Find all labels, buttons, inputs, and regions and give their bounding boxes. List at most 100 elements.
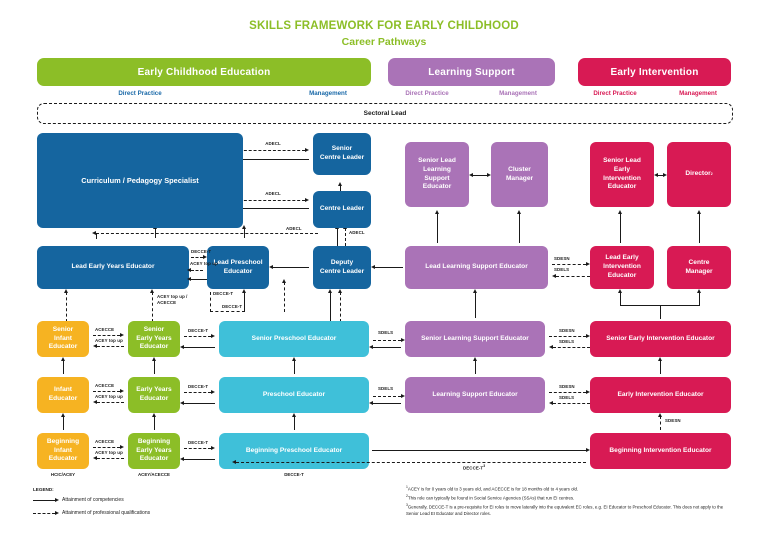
connector-beye-to-bpe-dashed bbox=[184, 448, 211, 449]
connector-scl-to-cps bbox=[235, 159, 309, 160]
connector-seie-to-leie bbox=[620, 292, 621, 306]
base-label-acey-acecce: ACEY/ACECCE bbox=[138, 472, 170, 477]
connector-leye-to-lpe-dashed bbox=[191, 257, 203, 258]
role-senior-early-years-educator[interactable]: Senior Early Years Educator bbox=[128, 321, 180, 357]
role-lead-learning-support-educator[interactable]: Lead Learning Support Educator bbox=[405, 246, 548, 289]
legend-solid-arrowhead bbox=[55, 497, 59, 502]
arrowhead-spe-to-slse bbox=[401, 337, 405, 342]
connector-seie-to-cm bbox=[699, 292, 700, 306]
connector-seie-split bbox=[620, 305, 699, 306]
label-acey-top-up-2: ACEY top up bbox=[95, 338, 123, 343]
connector-lpe-to-leye-dashed bbox=[191, 270, 203, 271]
role-lead-early-years-educator[interactable]: Lead Early Years Educator bbox=[37, 246, 189, 289]
role-beginning-early-years-educator[interactable]: Beginning Early Years Educator bbox=[128, 433, 180, 469]
connector-ie-to-eye-dashed bbox=[93, 391, 120, 392]
legend-item-competencies: Attainment of competencies bbox=[62, 497, 124, 503]
connector-seie-riser bbox=[660, 305, 661, 319]
connector-llse-to-sllse bbox=[437, 213, 438, 243]
connector-lpe-to-leye-solid bbox=[191, 279, 207, 280]
label-sdels-5: SDELS bbox=[554, 267, 570, 272]
connector-bie2-to-eie-dashed bbox=[660, 416, 661, 430]
role-curriculum-pedagogy-specialist[interactable]: Curriculum / Pedagogy Specialist bbox=[37, 133, 243, 228]
role-infant-educator[interactable]: Infant Educator bbox=[37, 377, 89, 413]
connector-ie-to-sie bbox=[63, 360, 64, 374]
role-deputy-centre-leader[interactable]: Deputy Centre Leader bbox=[313, 246, 371, 289]
role-beginning-preschool-educator[interactable]: Beginning Preschool Educator bbox=[219, 433, 369, 469]
arrowhead-bie-to-beye bbox=[120, 444, 124, 449]
role-director-label: Director bbox=[685, 170, 711, 178]
arrowhead-cm-to-sllse bbox=[469, 172, 473, 177]
connector-bpe-to-beye bbox=[184, 459, 215, 460]
connector-lse-to-eie-dashed bbox=[549, 392, 586, 393]
arrowhead-spe-to-lpe bbox=[241, 289, 246, 293]
connector-beye-to-bie-dashed bbox=[97, 458, 124, 459]
arrowhead-spe-to-dcl bbox=[327, 289, 332, 293]
connector-slse-to-seie-dashed bbox=[549, 336, 586, 337]
connector-spe-to-dcl bbox=[330, 292, 331, 322]
role-beginning-infant-educator[interactable]: Beginning Infant Educator bbox=[37, 433, 89, 469]
arrowhead-slse-to-seie bbox=[586, 333, 590, 338]
footnote-3: 3Generally, DECCE-T is a pre-requisite f… bbox=[406, 503, 724, 517]
role-preschool-educator[interactable]: Preschool Educator bbox=[219, 377, 369, 413]
arrowhead-beye-to-eye bbox=[151, 413, 156, 417]
connector-bie-to-beye-dashed bbox=[93, 447, 120, 448]
role-cluster-manager[interactable]: Cluster Manager bbox=[491, 142, 548, 207]
arrowhead-cl-to-scl bbox=[337, 182, 342, 186]
arrowhead-bpe-to-beye bbox=[180, 456, 184, 461]
role-centre-manager[interactable]: Centre Manager bbox=[667, 246, 731, 289]
label-sdels-2: SDELS bbox=[559, 339, 575, 344]
arrowhead-beye-to-bpe bbox=[211, 445, 215, 450]
role-senior-centre-leader[interactable]: Senior Centre Leader bbox=[313, 133, 371, 175]
connector-llse-to-dcl bbox=[375, 267, 403, 268]
role-senior-preschool-educator[interactable]: Senior Preschool Educator bbox=[219, 321, 369, 357]
arrowhead-seye-to-sie bbox=[93, 343, 97, 348]
arrowhead-bie2-to-eie bbox=[657, 413, 662, 417]
connector-leye-to-cps bbox=[155, 228, 156, 238]
arrowhead-lpe-to-leye bbox=[187, 267, 191, 272]
role-senior-lead-learning-support-educator[interactable]: Senior Lead Learning Support Educator bbox=[405, 142, 469, 207]
arrowhead-pe-to-lse bbox=[401, 393, 405, 398]
arrowhead-ie-to-sie bbox=[60, 357, 65, 361]
subheader-ece-management: Management bbox=[309, 90, 347, 97]
arrowhead-llse-to-cm bbox=[516, 210, 521, 214]
connector-seye-to-leye-dashed bbox=[66, 292, 67, 322]
connector-lse-to-slse bbox=[475, 360, 476, 374]
connector-dcl-to-lpe bbox=[273, 267, 309, 268]
role-beginning-intervention-educator[interactable]: Beginning Intervention Educator bbox=[590, 433, 731, 469]
role-learning-support-educator[interactable]: Learning Support Educator bbox=[405, 377, 545, 413]
connector-seye2-to-leye-dashed bbox=[152, 292, 153, 322]
label-acecce-1: ACECCE bbox=[95, 327, 115, 332]
arrowhead-slse-to-llse bbox=[472, 289, 477, 293]
connector-sleie-director bbox=[658, 175, 663, 176]
role-senior-early-intervention-educator[interactable]: Senior Early Intervention Educator bbox=[590, 321, 731, 357]
role-early-intervention-educator[interactable]: Early Intervention Educator bbox=[590, 377, 731, 413]
arrowhead-eye-to-pe bbox=[211, 389, 215, 394]
base-label-hcic-acey: HCIC/ACEY bbox=[50, 472, 76, 477]
label-sdels-1: SDELS bbox=[378, 330, 394, 335]
role-senior-infant-educator[interactable]: Senior Infant Educator bbox=[37, 321, 89, 357]
role-lead-preschool-educator[interactable]: Lead Preschool Educator bbox=[207, 246, 269, 289]
label-decce-t-1: DECCE-T bbox=[191, 249, 212, 254]
label-adecl-4: ADECL bbox=[286, 226, 302, 231]
connector-dcl-to-cps-dashed bbox=[96, 233, 318, 234]
connector-eye-to-pe-dashed bbox=[184, 392, 211, 393]
role-senior-lead-early-intervention-educator[interactable]: Senior Lead Early Intervention Educator bbox=[590, 142, 654, 207]
role-early-years-educator[interactable]: Early Years Educator bbox=[128, 377, 180, 413]
role-centre-leader[interactable]: Centre Leader bbox=[313, 191, 371, 228]
connector-pe-to-lse-dashed bbox=[373, 396, 401, 397]
connector-cps-to-scl-dashed bbox=[239, 150, 305, 151]
arrowhead-bpe-to-bint bbox=[586, 447, 590, 452]
role-senior-learning-support-educator[interactable]: Senior Learning Support Educator bbox=[405, 321, 545, 357]
connector-spe-to-seye bbox=[184, 347, 215, 348]
connector-bpe-to-pe bbox=[294, 416, 295, 430]
arrowhead-seye-to-leye bbox=[63, 289, 68, 293]
arrowhead-lse-to-eie bbox=[586, 389, 590, 394]
subheader-ece-direct-practice: Direct Practice bbox=[118, 90, 162, 97]
subheader-ei-direct-practice: Direct Practice bbox=[593, 90, 637, 97]
label-acey-top-up-3: ACEY top up bbox=[95, 394, 123, 399]
arrowhead-lse-to-pe bbox=[369, 400, 373, 405]
connector-bint-to-bpe-dashed bbox=[236, 462, 586, 463]
arrowhead-eie-to-seie bbox=[657, 357, 662, 361]
role-lead-early-intervention-educator[interactable]: Lead Early Intervention Educator bbox=[590, 246, 654, 289]
